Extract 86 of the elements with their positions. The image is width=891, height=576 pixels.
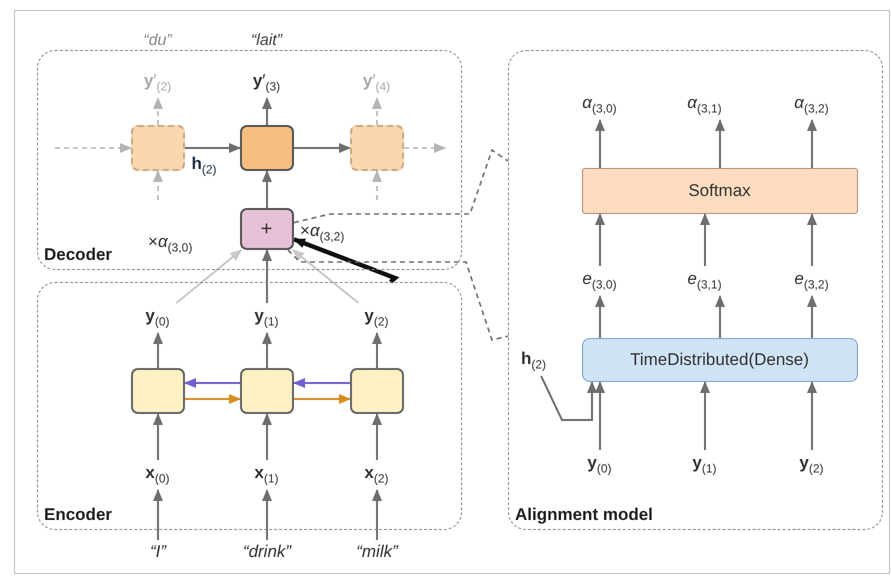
arrow (700, 213, 710, 266)
arrow (372, 413, 382, 460)
layer-box (582, 168, 858, 214)
arrow (185, 394, 241, 404)
arrow (153, 413, 163, 460)
arrow (807, 119, 817, 168)
arrow (294, 143, 351, 153)
arrow (595, 119, 605, 168)
arrow (262, 249, 272, 303)
connector-line (294, 148, 508, 224)
arrow (715, 295, 725, 338)
arrow (176, 249, 242, 304)
math-symbol: e$_{(3,1)}$ (687, 270, 722, 291)
layer-name: TimeDistributed(Dense) (630, 351, 809, 368)
group-box (37, 282, 462, 530)
arrow (55, 143, 132, 153)
arrow (153, 332, 163, 368)
layer-box (582, 338, 858, 382)
weight-label: ×α$_{(3,2)}$ (300, 221, 344, 244)
arrow (292, 249, 360, 304)
arrow (185, 143, 241, 153)
arrow (262, 413, 272, 460)
rnn-cell (130, 124, 184, 170)
arrow (262, 332, 272, 368)
layer-name: Softmax (688, 182, 751, 199)
group-title: Alignment model (515, 505, 653, 525)
math-symbol: y′$_{(2)}$ (144, 72, 172, 93)
arrow (262, 170, 272, 208)
arrow (540, 376, 597, 421)
arrow (294, 394, 351, 404)
arrow (807, 381, 817, 450)
arrow (700, 381, 710, 450)
arrow (595, 213, 605, 266)
group-title: Decoder (44, 245, 112, 265)
arrow (807, 213, 817, 266)
arrow (372, 332, 382, 368)
math-symbol: α$_{(3,2)}$ (794, 94, 829, 115)
math-symbol: e$_{(3,2)}$ (794, 270, 829, 291)
rnn-cell (130, 368, 184, 414)
arrow (153, 170, 163, 200)
input-word: “milk” (356, 542, 398, 560)
arrow (372, 97, 382, 125)
arrow (262, 97, 272, 125)
math-symbol: y′$_{(4)}$ (362, 72, 390, 93)
edge-label: h$_{(2)}$ (190, 154, 218, 176)
arrow (404, 143, 446, 153)
arrow (807, 295, 817, 338)
arrow (153, 489, 163, 540)
math-symbol: y$_{(2)}$ (799, 454, 824, 475)
arrow (715, 119, 725, 168)
output-word: “lait” (250, 32, 284, 50)
math-symbol: x$_{(0)}$ (145, 464, 170, 485)
math-symbol: y$_{(0)}$ (145, 307, 170, 328)
plus-sign: + (260, 218, 272, 238)
arrow (153, 97, 163, 125)
rnn-cell (240, 124, 294, 170)
arrow (293, 237, 400, 284)
math-symbol: y$_{(2)}$ (364, 307, 389, 328)
group-box (508, 50, 883, 530)
math-symbol: x$_{(1)}$ (254, 464, 279, 485)
math-symbol: y′$_{(3)}$ (252, 72, 280, 93)
arrow (184, 378, 240, 388)
arrow (293, 378, 350, 388)
math-symbol: h$_{(2)}$ (520, 350, 546, 371)
math-symbol: y$_{(1)}$ (254, 307, 279, 328)
rnn-cell (350, 368, 404, 414)
arrow (372, 489, 382, 540)
output-word: “du” (142, 32, 174, 50)
input-word: “I” (150, 542, 166, 560)
arrow (595, 381, 605, 450)
rnn-cell (240, 368, 294, 414)
group-title: Encoder (44, 505, 112, 525)
arrow (595, 295, 605, 338)
weight-label: ×α$_{(3,0)}$ (148, 232, 192, 254)
arrow (372, 170, 382, 200)
math-symbol: x$_{(2)}$ (364, 464, 389, 485)
rnn-cell (350, 124, 404, 170)
math-symbol: y$_{(1)}$ (692, 454, 717, 475)
arrow (262, 489, 272, 540)
math-symbol: e$_{(3,0)}$ (582, 270, 617, 291)
connector-line (287, 249, 508, 341)
math-symbol: α$_{(3,1)}$ (687, 94, 722, 115)
input-word: “drink” (242, 542, 292, 560)
sum-box (240, 208, 294, 250)
math-symbol: α$_{(3,0)}$ (582, 94, 617, 115)
math-symbol: y$_{(0)}$ (587, 454, 612, 475)
